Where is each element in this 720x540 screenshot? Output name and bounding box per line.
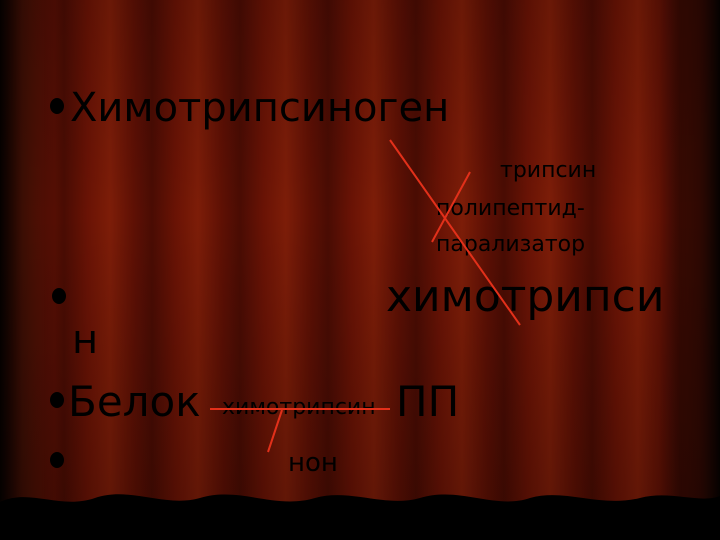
annotation-line-short	[431, 171, 471, 243]
term-chymotrypsinogen: Химотрипсиноген	[70, 85, 450, 131]
term-fragment: нон	[288, 448, 338, 478]
bullet-3	[50, 392, 64, 408]
term-chymotrypsin-wrap: н	[72, 317, 99, 363]
note-paralyzer: парализатор	[436, 232, 586, 257]
curtain-hem	[0, 494, 720, 540]
term-chymotrypsin: химотрипси	[386, 271, 665, 322]
bullet-2	[52, 288, 66, 304]
annotation-line-long	[389, 139, 521, 326]
term-protein: Белок	[68, 377, 201, 426]
note-trypsin: трипсин	[500, 158, 597, 183]
bullet-4	[50, 452, 64, 468]
label-chymotrypsin-enzyme: химотрипсин	[222, 395, 376, 420]
annotation-line-fragment	[267, 409, 283, 453]
note-polypeptide: полипептид-	[436, 196, 585, 221]
term-polypeptides: ПП	[396, 377, 460, 426]
bullet-1	[50, 98, 64, 114]
